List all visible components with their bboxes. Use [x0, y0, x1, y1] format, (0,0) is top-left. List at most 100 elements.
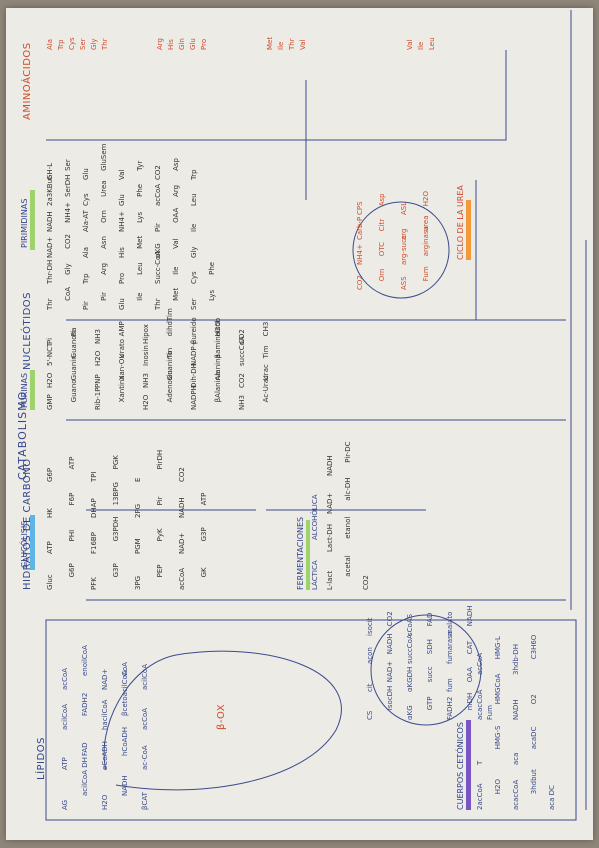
ketone-label: T: [476, 760, 484, 765]
amino_acids-label: Arg: [100, 262, 108, 275]
urea-label: Asp: [378, 193, 386, 207]
fermentation-label: L-lact: [326, 570, 334, 590]
side-list-item: His: [167, 39, 175, 50]
glycolysis-label: F6P: [68, 492, 76, 506]
ketone-label: 2acCoA: [476, 783, 484, 810]
amino_acids-label: Trp: [190, 169, 198, 180]
fermentation-label: NADH: [326, 455, 334, 476]
glycolysis-label: PGM: [134, 538, 142, 554]
amino_acids-label: His: [118, 247, 126, 258]
ketone-label: NADH: [512, 699, 520, 720]
amino_acids-label: Glu: [82, 168, 90, 180]
amino_acids-label: CO2: [154, 165, 162, 180]
amino_acids-label: CoA: [64, 286, 72, 301]
side-list-item: Trp: [57, 39, 65, 50]
side-list-item: Val: [406, 39, 414, 50]
side-list-item: Gln: [178, 38, 186, 50]
amino_acids-label: Val: [172, 238, 180, 249]
amino_acids-label: acCoA: [154, 183, 162, 206]
amino_acids-label: Ile: [136, 292, 144, 301]
ketone-label: acacCoA: [512, 779, 520, 810]
glycolysis-highlight: [30, 515, 35, 570]
amino_acids-label: Ser: [64, 159, 72, 171]
pyrimidines-highlight: [30, 190, 35, 250]
nucleotides-label: Guanin: [70, 355, 78, 381]
glycolysis-label: HK: [46, 508, 54, 518]
amino_acids-label: Pro: [118, 272, 126, 284]
fermentation-label: CO2: [362, 575, 370, 590]
nucleotides-label: H2O: [94, 350, 102, 366]
nucleotides-label: NH3: [142, 373, 150, 388]
urea-cycle-heading: CICLO DE LA UREA: [456, 185, 465, 260]
side-list-item: Ile: [277, 41, 285, 50]
lipids-label: ac-CoA: [141, 745, 149, 770]
lipids-label: βCAT: [141, 792, 149, 810]
glycolysis-label: NADH: [178, 497, 186, 518]
lipids-label: acilCoA: [141, 664, 149, 690]
amino_acids-label: CO2: [64, 234, 72, 249]
glycolysis-label: ATP: [46, 541, 54, 554]
nucleotides-label: CH3: [262, 321, 270, 337]
amino_acids-label: OAA: [172, 207, 180, 223]
glycolysis-label: ATP: [68, 456, 76, 470]
nucleotides-label: Pi: [46, 337, 54, 344]
krebs-label: isocit: [366, 617, 374, 636]
amino_acids-label: SerDH: [64, 174, 72, 197]
lipids-label: acCoA: [61, 667, 69, 690]
krebs-label: succ: [426, 666, 434, 683]
glycolysis-label: G6P: [46, 467, 54, 482]
krebs-label: CAT: [466, 640, 474, 655]
fermentations-heading: FERMENTACIONES: [296, 516, 305, 590]
nucleotides-label: Dih-DH: [190, 363, 198, 388]
alcoholic-heading: ALCOHÓLICA: [311, 494, 319, 541]
krebs-label: SDH: [426, 639, 434, 655]
nucleotides-label: H2O: [46, 372, 54, 388]
fermentation-label: NAD+: [326, 492, 334, 514]
amino_acids-label: Val: [118, 169, 126, 180]
amino_acids-label: Ala-AT: [82, 210, 90, 232]
lipids-label: NADH: [121, 775, 129, 796]
krebs-label: GTP: [426, 696, 434, 711]
nucleotides-label: NADP+: [190, 340, 198, 366]
lipids-label: acilCoA: [61, 704, 69, 730]
side-list-item: Cys: [68, 37, 76, 50]
amino_acids-label: Phe: [136, 183, 144, 197]
lipids-label: CoA: [121, 662, 129, 676]
nucleotides-label: Pi: [70, 330, 78, 337]
krebs-label: sCoAS: [406, 613, 414, 636]
amino_acids-label: Met: [172, 287, 180, 301]
glycolysis-label: G6P: [68, 563, 76, 578]
ketone-heading: CUERPOS CETÓNICOS: [456, 722, 465, 810]
pyrimidines-heading: PIRIMIDINAS: [20, 198, 29, 248]
amino_acids-label: Met: [136, 235, 144, 249]
amino_acids-label: Orn: [100, 210, 108, 223]
amino_acids-label: Pir: [100, 292, 108, 301]
urea-label: Orn: [378, 268, 386, 282]
side-list-item: Met: [266, 36, 274, 50]
krebs-label: NADH: [466, 605, 474, 627]
glycolysis-label: PEP: [156, 564, 164, 578]
glycolysis-label: Gluc: [46, 574, 54, 590]
amino_acids-label: Cys: [82, 193, 90, 206]
nucleotides-label: Tin: [166, 347, 174, 359]
glycolysis-label: PirDH: [156, 449, 164, 470]
amino_acids-label: Ser: [190, 298, 198, 310]
purines-highlight: [30, 370, 35, 410]
krebs-label: CO2: [386, 611, 394, 627]
nucleotides-label: Inosin: [142, 345, 150, 366]
nucleotides-label: CO2: [238, 329, 246, 344]
purines-heading: PURINAS: [20, 372, 29, 408]
ketone-label: 3hdb-DH: [512, 644, 520, 675]
glycolysis-label: Pir: [156, 496, 164, 506]
glycolysis-label: F16BP: [90, 532, 98, 554]
amino_acids-label: Glu: [118, 298, 126, 310]
amino_acids-label: Leu: [190, 193, 198, 206]
krebs-label: FAD: [426, 612, 434, 627]
side-list-item: Glu: [189, 38, 197, 50]
krebs-label: OAA: [466, 667, 474, 683]
lipids-label: enoilCoA: [81, 645, 89, 676]
lipids-label: H2O: [101, 794, 109, 810]
urea-highlight: [466, 200, 471, 260]
krebs-label: succCoA: [406, 634, 414, 664]
glycolysis-label: 3PG: [134, 575, 142, 590]
